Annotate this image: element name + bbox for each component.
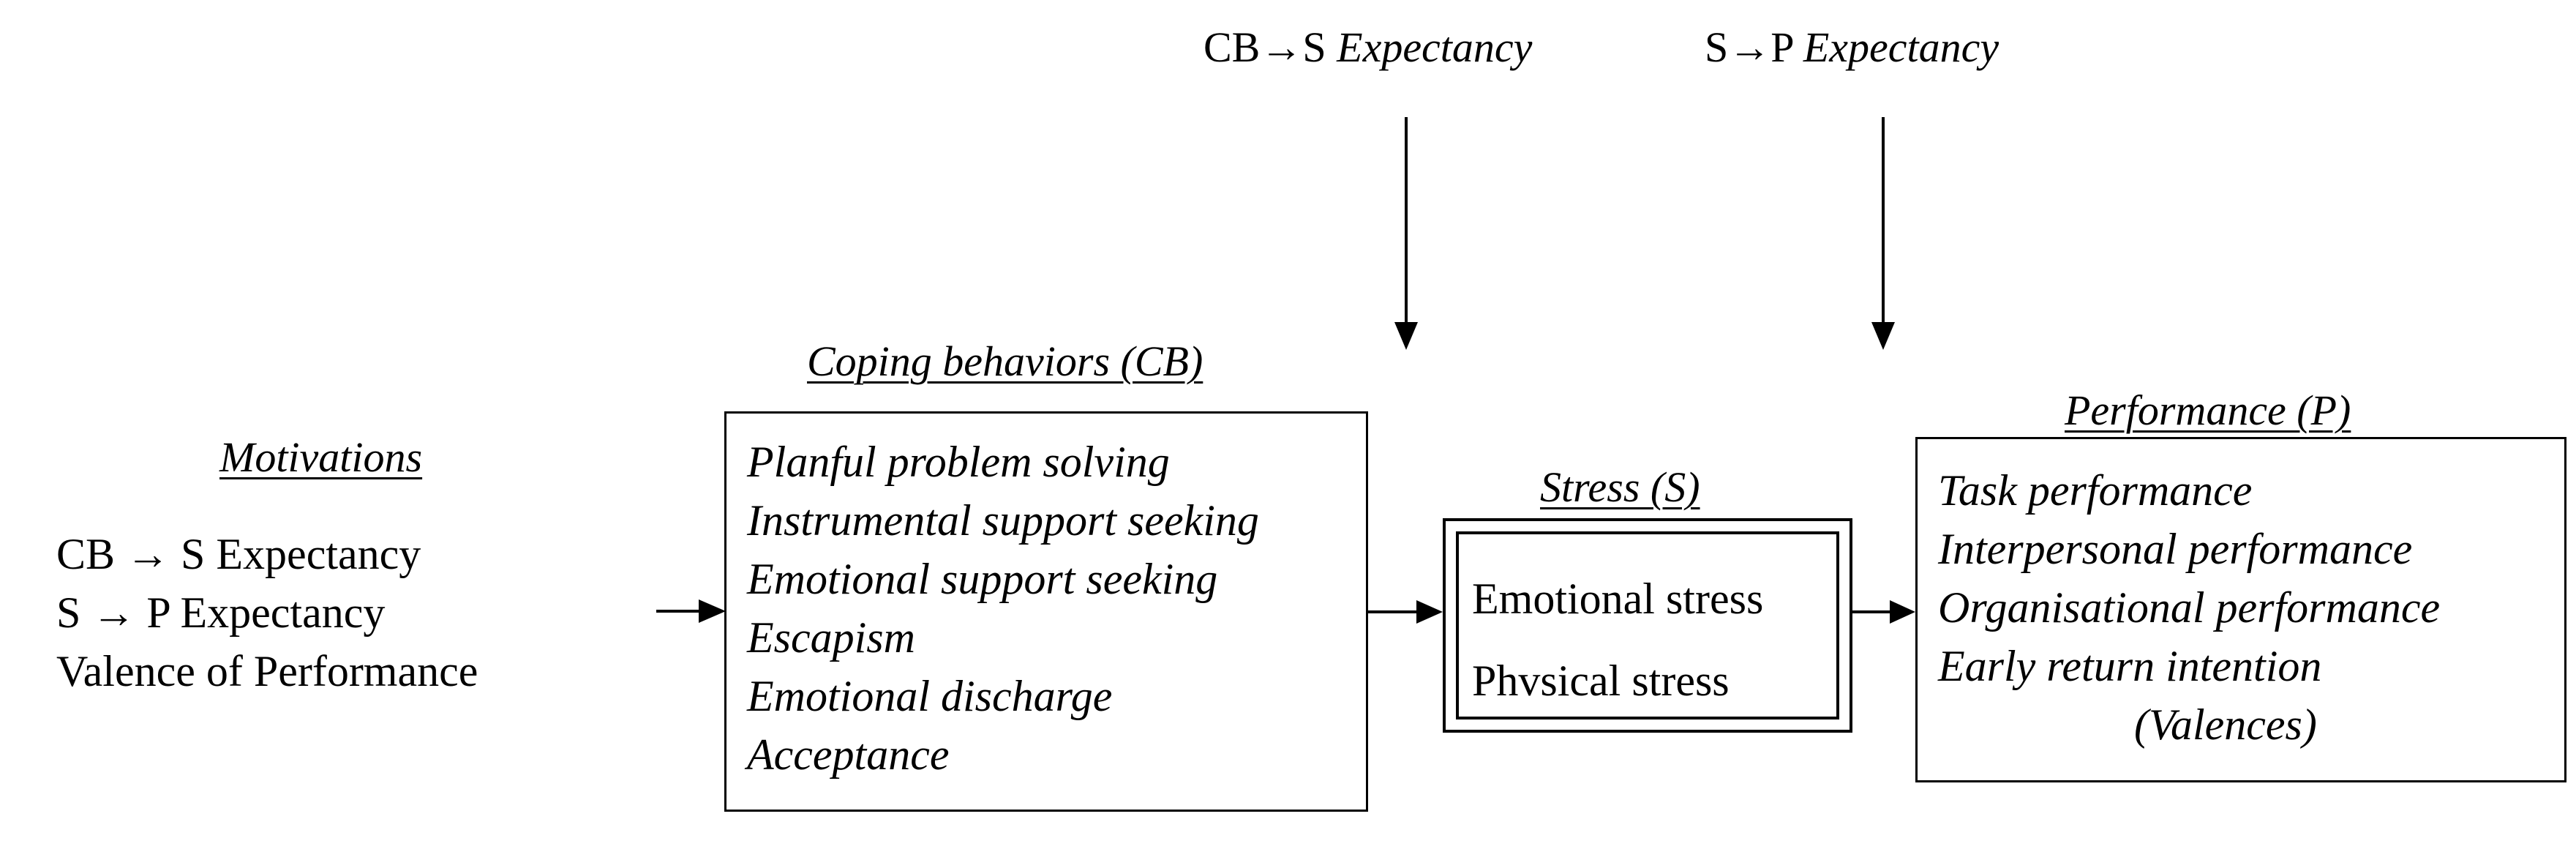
motivation-item: Valence of Performance (56, 647, 478, 695)
cb-s-arrow-glyph: → (1260, 23, 1303, 71)
motivation-item: S → P Expectancy (56, 588, 386, 637)
performance-item: Interpersonal performance (1938, 525, 2413, 573)
coping-heading: Coping behaviors (CB) (807, 337, 1203, 385)
stress-item: Emotional stress (1472, 575, 1764, 623)
stress-item: Phvsical stress (1472, 657, 1730, 705)
coping-item: Planful problem solving (747, 438, 1170, 486)
performance-item: Early return intention (1938, 642, 2322, 690)
valences-close: ) (2302, 700, 2317, 749)
performance-heading: Performance (P) (2065, 386, 2351, 434)
stress-box: Emotional stress Phvsical stress (1456, 531, 1839, 719)
coping-item: Emotional support seeking (747, 555, 1218, 603)
cb-s-suffix: S (1302, 23, 1337, 71)
valences-word: Valences (2148, 700, 2302, 749)
motivation-item: CB → S Expectancy (56, 530, 421, 578)
arrow-stress-to-performance (1852, 600, 1915, 624)
coping-box: Planful problem solving Instrumental sup… (724, 411, 1368, 812)
coping-item: Escapism (747, 613, 915, 662)
coping-item: Instrumental support seeking (747, 496, 1259, 545)
arrow-motivations-to-coping (656, 599, 726, 623)
performance-item: Organisational performance (1938, 583, 2441, 632)
valences-label: (Valences) (2134, 703, 2317, 747)
s-p-italic: Expectancy (1803, 23, 1999, 71)
s-p-suffix: P (1770, 23, 1803, 71)
s-p-prefix: S (1705, 23, 1729, 71)
motivations-heading: Motivations (219, 433, 423, 481)
arrow-coping-to-stress (1368, 600, 1443, 624)
stress-heading: Stress (S) (1540, 463, 1700, 511)
performance-item: Task performance (1938, 466, 2253, 515)
coping-item: Emotional discharge (747, 672, 1113, 720)
label-cb-s-expectancy: CB→S Expectancy (1203, 26, 1532, 69)
valences-open: ( (2134, 700, 2149, 749)
coping-item: Acceptance (747, 730, 950, 779)
performance-box: Task performance Interpersonal performan… (1915, 437, 2566, 782)
arrow-s-p-expectancy-down (1871, 117, 1895, 350)
s-p-arrow-glyph: → (1728, 23, 1771, 71)
label-s-p-expectancy: S→P Expectancy (1705, 26, 1999, 69)
cb-s-prefix: CB (1203, 23, 1261, 71)
arrow-cb-s-expectancy-down (1394, 117, 1418, 350)
cb-s-italic: Expectancy (1337, 23, 1533, 71)
motivations-box: CB → S Expectancy S → P Expectancy Valen… (34, 507, 656, 723)
